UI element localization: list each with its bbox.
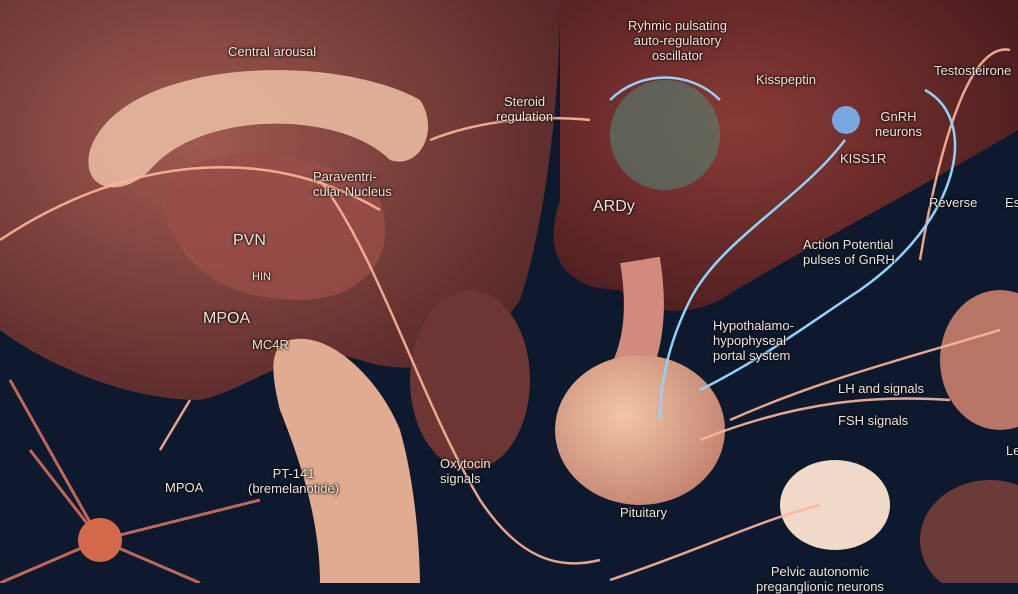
label-line: PT-141 [272, 466, 315, 481]
label-ardy: ARDy [593, 198, 635, 215]
label-lh-signals: LH and signals [838, 381, 924, 396]
label-hin: HIN [252, 271, 271, 283]
label-line: Steroid [503, 94, 546, 109]
label-mpoa-lower: MPOA [165, 480, 204, 495]
label-testosterone: Testosteirone [934, 63, 1012, 78]
label-kisspeptin: Kisspeptin [756, 72, 816, 87]
testis-tissue [940, 290, 1018, 430]
label-kiss1r: KISS1R [840, 151, 887, 166]
label-central-arousal: Central arousal [228, 44, 317, 59]
label-line: Action Potential [803, 237, 894, 252]
pelvic-organ [920, 480, 1018, 583]
label-line: auto-regulatory [633, 33, 722, 48]
label-reverse: Reverse [929, 195, 978, 210]
label-line: Paraventri- [313, 169, 377, 184]
label-pvn: PVN [233, 232, 266, 249]
label-line: pulses of GnRH [803, 252, 895, 267]
label-line: signals [440, 471, 481, 486]
label-line: Oxytocin [440, 456, 491, 471]
label-line: Hypothalamo- [713, 318, 794, 333]
label-mpoa-upper: MPOA [203, 310, 251, 327]
corpus-callosum [88, 70, 429, 188]
label-line: GnRH [880, 109, 917, 124]
spinal-cord [780, 460, 890, 550]
label-fsh-signals: FSH signals [838, 413, 909, 428]
label-leydig: Ley [1006, 443, 1018, 458]
thalamus-region [160, 153, 386, 300]
label-pt141: PT-141(bremelanotide) [248, 466, 339, 496]
label-line: preganglionic neurons [756, 579, 884, 594]
label-mc4r: MC4R [252, 337, 289, 352]
label-pituitary: Pituitary [620, 505, 667, 520]
brainstem [273, 338, 420, 583]
label-paraventricular-nucleus: Paraventri-cular Nucleus [313, 169, 392, 199]
label-line: Ryhmic pulsating [628, 18, 727, 33]
oscillator-neuron-cluster [610, 80, 720, 190]
pituitary-gland [555, 355, 725, 505]
label-line: Pelvic autonomic [770, 564, 870, 579]
label-line: neurons [875, 124, 922, 139]
label-es: Es [1005, 195, 1018, 210]
label-line: (bremelanotide) [248, 481, 340, 496]
gnrh-neuron [832, 106, 860, 134]
label-line: oscillator [651, 48, 704, 63]
gnrh-arrows [609, 76, 957, 421]
label-line: regulation [496, 109, 554, 124]
mpoa-neuron [0, 379, 261, 583]
cerebellum [410, 290, 530, 470]
label-line: portal system [713, 348, 791, 363]
label-line: cular Nucleus [313, 184, 392, 199]
signal-arrows [0, 48, 1011, 582]
label-line: hypophyseal [713, 333, 786, 348]
